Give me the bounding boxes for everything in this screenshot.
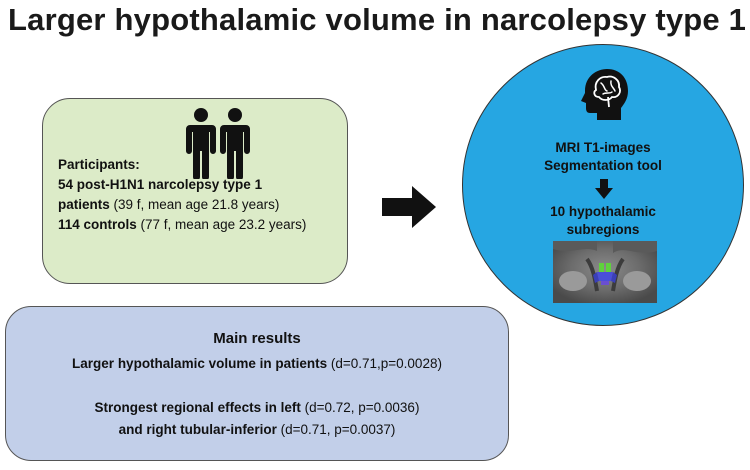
page-title: Larger hypothalamic volume in narcolepsy… xyxy=(8,2,747,37)
results-volume-label: Larger hypothalamic volume in patients xyxy=(72,356,328,371)
participants-patients-detail: (39 f, mean age 21.8 years) xyxy=(109,197,280,212)
results-left-label: Strongest regional effects in left xyxy=(94,400,301,415)
right-arrow-icon xyxy=(382,186,436,228)
people-icon xyxy=(186,108,250,179)
participants-controls-label: 114 controls xyxy=(58,217,137,232)
results-volume-stats: (d=0.71,p=0.0028) xyxy=(327,356,442,371)
method-line-tool: Segmentation tool xyxy=(544,158,662,173)
results-left-stats: (d=0.72, p=0.0036) xyxy=(300,400,420,415)
results-heading: Main results xyxy=(213,330,301,347)
participants-patients-line: 54 post-H1N1 narcolepsy type 1 xyxy=(58,177,263,192)
method-line-subregions-count: 10 hypothalamic xyxy=(550,204,656,219)
method-line-subregions: subregions xyxy=(566,222,640,237)
method-circle: MRI T1-images Segmentation tool 10 hypot… xyxy=(462,44,744,326)
results-box: Main results Larger hypothalamic volume … xyxy=(5,306,509,461)
participants-patients-label: patients xyxy=(58,197,110,212)
results-line-right: and right tubular-inferior (d=0.71, p=0.… xyxy=(6,421,508,439)
results-line-volume: Larger hypothalamic volume in patients (… xyxy=(6,355,508,373)
participants-heading: Participants: xyxy=(58,157,140,172)
results-line-left: Strongest regional effects in left (d=0.… xyxy=(6,399,508,417)
method-line-mri: MRI T1-images xyxy=(555,140,651,155)
results-right-stats: (d=0.71, p=0.0037) xyxy=(276,422,396,437)
participants-controls-detail: (77 f, mean age 23.2 years) xyxy=(136,217,307,232)
down-arrow-icon xyxy=(595,179,613,199)
participants-box: Participants: 54 post-H1N1 narcolepsy ty… xyxy=(42,98,348,284)
mri-segmentation-image xyxy=(553,241,657,303)
head-brain-icon xyxy=(581,69,628,120)
results-right-label: and right tubular-inferior xyxy=(118,422,277,437)
participants-text: Participants: 54 post-H1N1 narcolepsy ty… xyxy=(58,155,348,235)
